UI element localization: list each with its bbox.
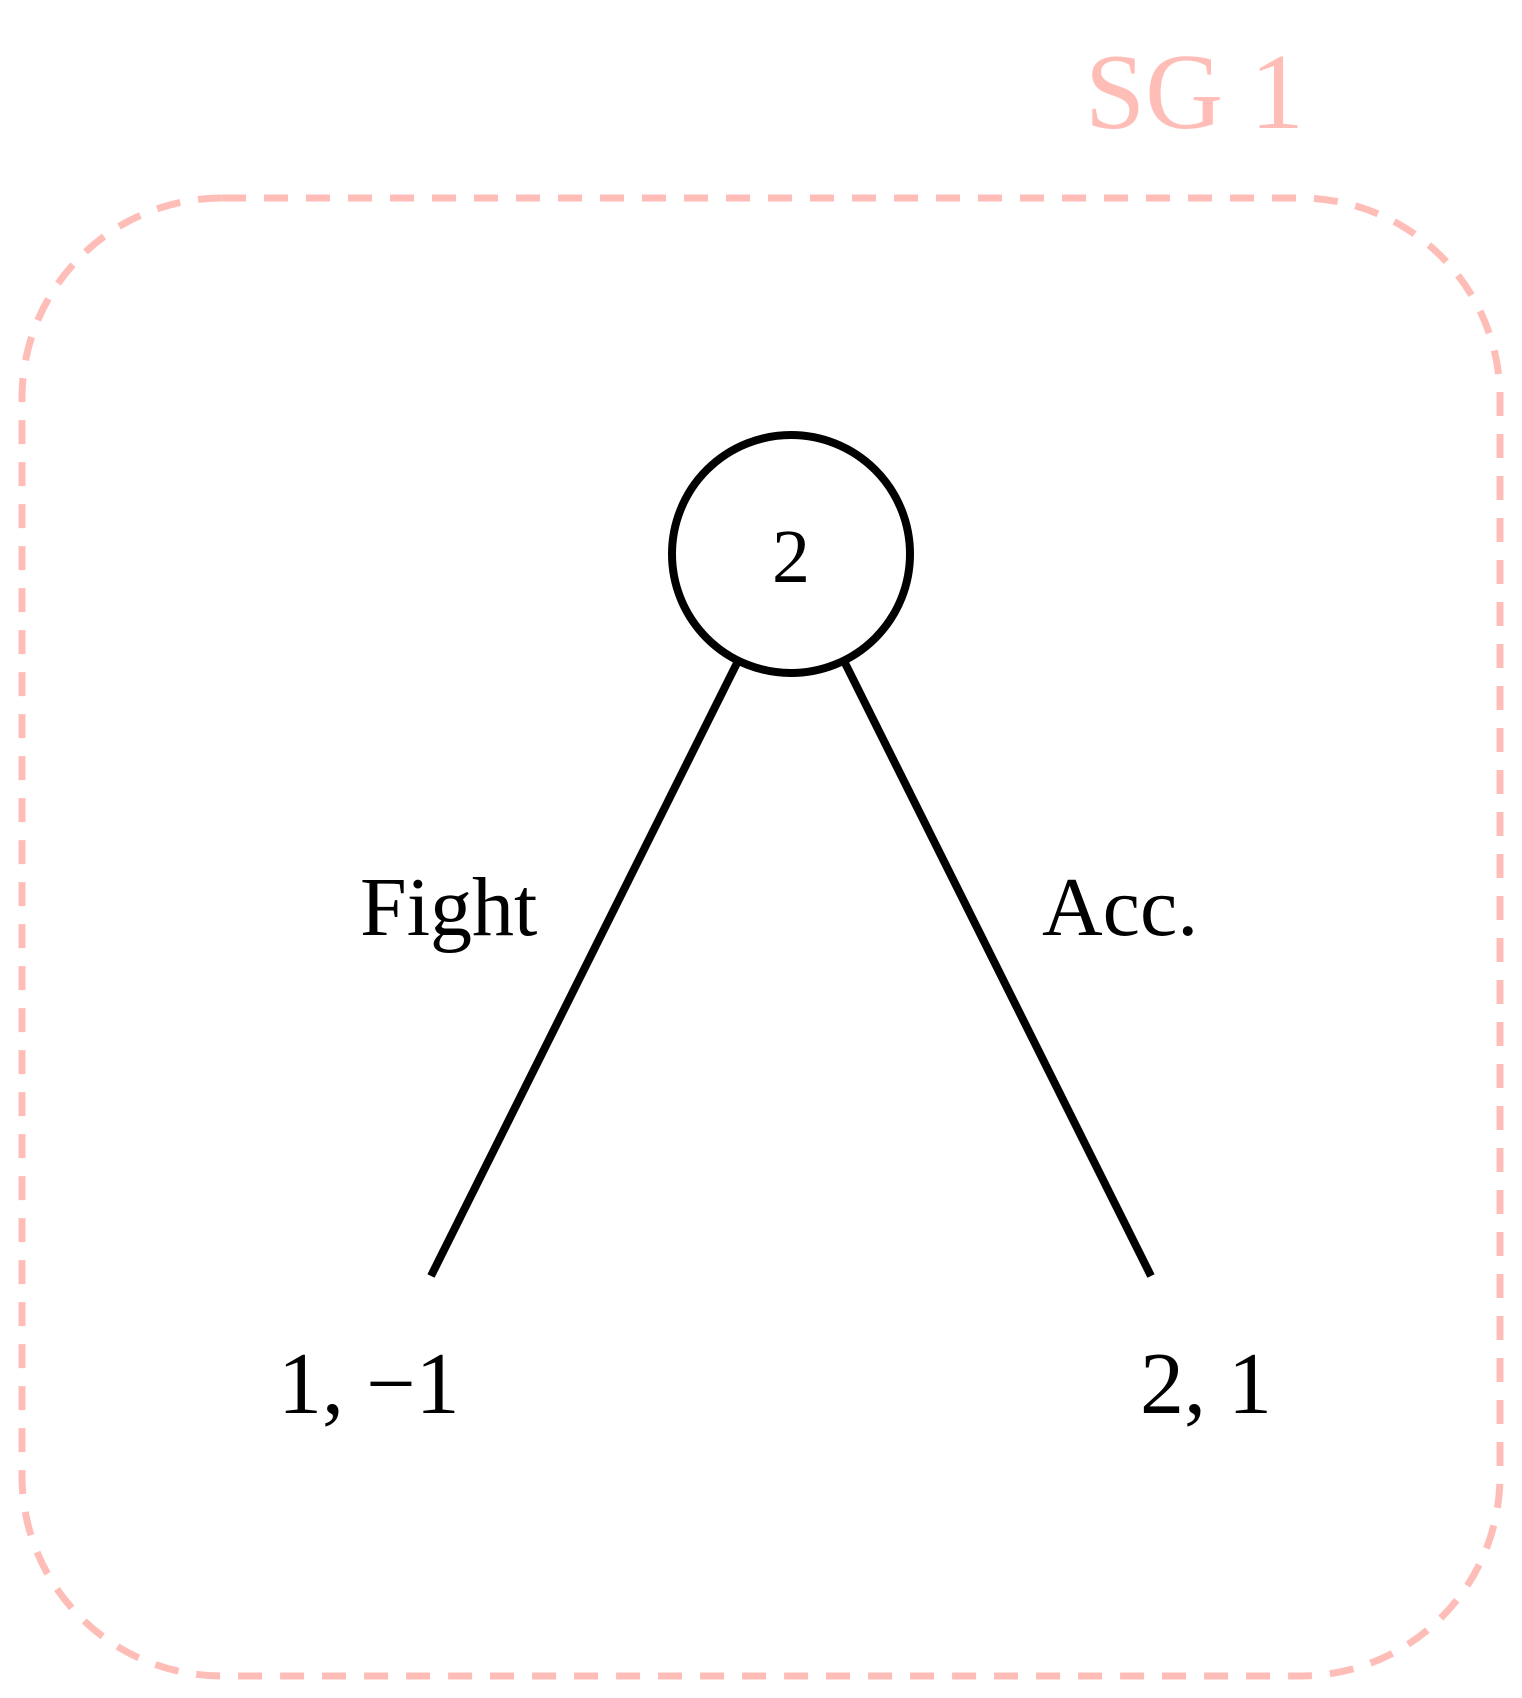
subgame-boundary: [18, 194, 1504, 1680]
decision-node: [668, 431, 914, 677]
edge-fight: [427, 655, 744, 1278]
subgame-label: SG 1: [1085, 33, 1304, 152]
payoff-fight: 1, −1: [278, 1336, 460, 1433]
action-label-accept: Acc.: [1042, 861, 1198, 954]
edge-accept: [838, 655, 1155, 1278]
node-player-label: 2: [772, 515, 810, 599]
action-label-fight: Fight: [360, 861, 537, 954]
payoff-accept: 2, 1: [1140, 1336, 1272, 1433]
